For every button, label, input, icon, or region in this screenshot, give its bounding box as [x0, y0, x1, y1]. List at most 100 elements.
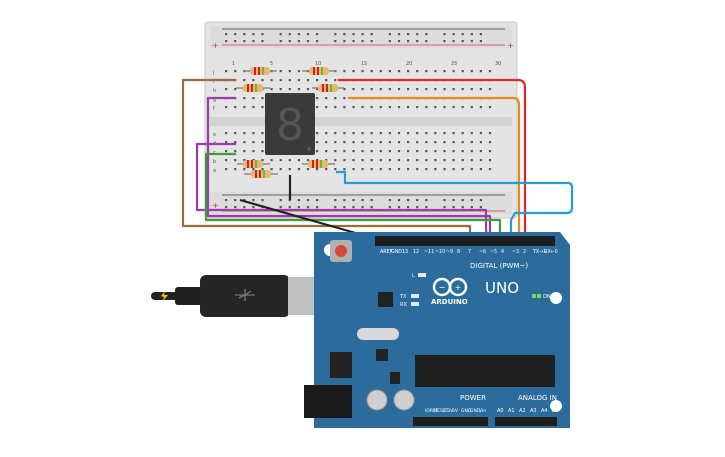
pin-label: A5	[552, 408, 559, 414]
resistor[interactable]	[302, 160, 335, 168]
column-label: 20	[406, 61, 412, 67]
led-rx-label: RX	[400, 302, 407, 308]
pin-label: Vin	[479, 408, 486, 414]
power-led	[537, 294, 541, 298]
rail-plus-label-right: +	[507, 41, 514, 50]
pin-label: ~6	[479, 249, 486, 255]
resistors[interactable]	[236, 67, 344, 178]
pin-label: 13	[402, 249, 408, 255]
power-jack[interactable]	[304, 385, 352, 418]
pin-label: GND	[470, 408, 481, 414]
pin-label: 8	[457, 249, 460, 255]
pin-label: GND	[461, 408, 472, 414]
wire-purple[interactable]	[206, 96, 492, 240]
pin-label: GND	[391, 249, 402, 255]
pin-label: A1	[508, 408, 515, 414]
resistor[interactable]	[243, 67, 277, 75]
wire-purple-2[interactable]	[195, 142, 490, 241]
brand-label: ARDUINO	[431, 298, 468, 306]
usb-cable[interactable]	[151, 275, 328, 317]
power-label: POWER	[460, 394, 486, 402]
pin-label: 5V	[452, 408, 459, 414]
pin-label: ~3	[512, 249, 519, 255]
arduino-logo: − +	[432, 277, 468, 297]
pin-label: A0	[497, 408, 504, 414]
small-chip	[390, 372, 400, 384]
pin-label: AREF	[380, 249, 393, 255]
column-label: 1	[232, 61, 235, 67]
pin-label: 3.3V	[443, 408, 454, 414]
capacitor	[366, 389, 388, 411]
usb-chip	[378, 292, 393, 307]
column-number-labels: 1 5 10 15 20 25 30	[232, 61, 501, 67]
pin-label: TX→1	[532, 249, 546, 255]
atmega-chip	[415, 355, 555, 387]
row-label: b	[213, 159, 216, 165]
led-rx	[411, 302, 419, 306]
mount-hole	[550, 292, 562, 304]
digital-pin-labels: AREF GND 13 12 ~11 ~10 ~9 8 7 ~6 ~5 4 ~3…	[380, 249, 558, 255]
regulator	[376, 349, 388, 361]
rail-plus-label-bottom: +	[212, 201, 219, 210]
pin-label: 2	[523, 249, 526, 255]
row-label: i	[213, 79, 214, 85]
wire-red[interactable]	[338, 78, 527, 240]
pin-label: RESET	[434, 408, 449, 414]
pin-label: 4	[501, 249, 504, 255]
model-label: UNO	[485, 279, 519, 297]
row-label: f	[213, 106, 215, 112]
resistor[interactable]	[312, 84, 344, 92]
seven-segment-display[interactable]: 8	[265, 93, 315, 155]
row-label: g	[213, 97, 216, 103]
column-label: 25	[451, 61, 457, 67]
power-pin-labels: IOREF RESET 3.3V 5V GND GND Vin	[425, 408, 486, 414]
decimal-point	[307, 147, 311, 151]
rail-plus-label-left: +	[212, 41, 219, 50]
breadboard[interactable]: + + + 1 5 10 15 20 25 30 j i h g f e d c…	[204, 21, 518, 219]
pin-label: IOREF	[425, 408, 439, 414]
mount-hole	[550, 400, 562, 412]
wire-blue[interactable]	[336, 170, 574, 240]
resistor[interactable]	[244, 170, 278, 178]
svg-text:+: +	[455, 283, 462, 292]
wire-orange[interactable]	[348, 96, 521, 240]
row-label: j	[212, 70, 214, 76]
top-power-rail	[210, 26, 512, 48]
digital-label: DIGITAL (PWM~)	[470, 262, 528, 270]
reset-button[interactable]	[335, 245, 347, 257]
column-label: 5	[270, 61, 273, 67]
row-label: a	[213, 168, 216, 174]
wire-green[interactable]	[204, 152, 502, 240]
pin-label: A3	[530, 408, 537, 414]
analog-label: ANALOG IN	[518, 394, 557, 402]
power-header	[413, 417, 488, 426]
power-led	[532, 294, 536, 298]
lightning-icon	[161, 291, 168, 301]
pin-label: ~11	[424, 249, 434, 255]
column-label: 30	[495, 61, 501, 67]
crystal	[357, 328, 399, 340]
usb-icon	[235, 289, 255, 301]
wires	[181, 78, 574, 242]
wire-brown[interactable]	[181, 78, 472, 240]
on-label: ON	[543, 294, 551, 300]
pin-label: ~9	[446, 249, 453, 255]
pin-label: ~10	[435, 249, 445, 255]
analog-pin-labels: A0 A1 A2 A3 A4 A5	[497, 408, 559, 414]
pin-label: A4	[541, 408, 548, 414]
digital-header	[375, 236, 555, 246]
resistor[interactable]	[237, 160, 270, 168]
row-label: e	[213, 132, 216, 138]
svg-text:−: −	[439, 283, 446, 292]
voltage-regulator	[330, 352, 352, 378]
resistor[interactable]	[302, 67, 336, 75]
pin-label: RX←0	[544, 249, 558, 255]
capacitor	[393, 389, 415, 411]
arduino-uno-board[interactable]: AREF GND 13 12 ~11 ~10 ~9 8 7 ~6 ~5 4 ~3…	[304, 232, 570, 428]
column-label: 15	[361, 61, 367, 67]
resistor[interactable]	[236, 84, 270, 92]
pin-label: 12	[413, 249, 419, 255]
column-label: 10	[315, 61, 321, 67]
